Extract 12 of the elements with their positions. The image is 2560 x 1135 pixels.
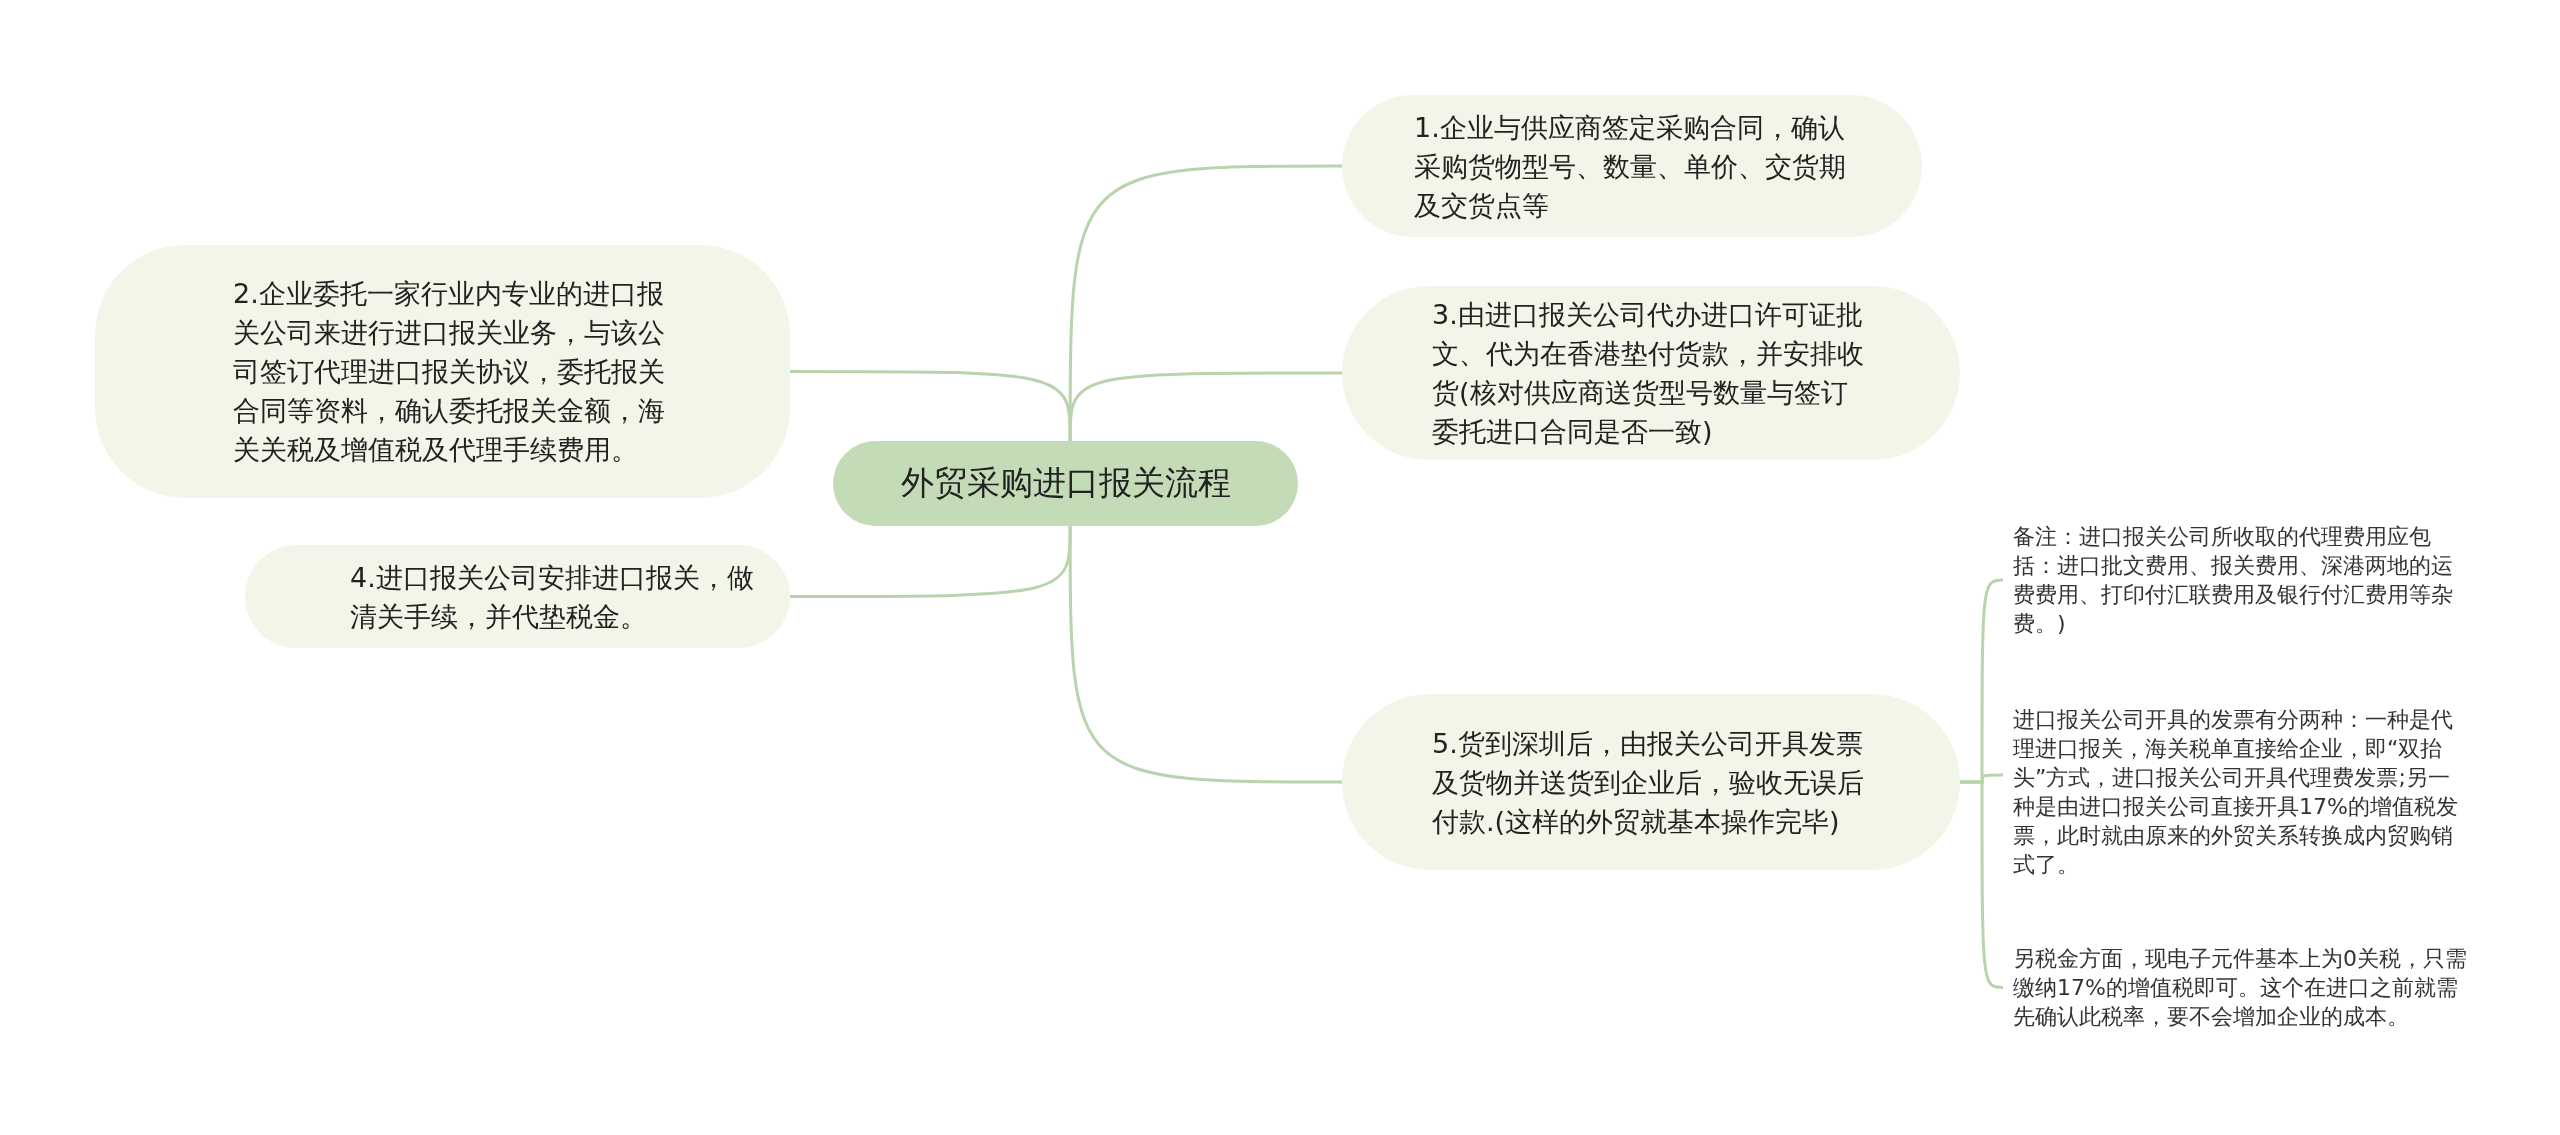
connector-line	[1960, 780, 2004, 989]
connector-line	[1068, 371, 1342, 441]
note-text: 备注：进口报关公司所收取的代理费用应包括：进口批文费用、报关费用、深港两地的运费费用、打印付汇联费用及银行付汇费用等杂费。)	[2013, 522, 2468, 638]
topic-box: 1.企业与供应商签定采购合同，确认采购货物型号、数量、单价、交货期及交货点等	[1342, 95, 1922, 237]
central-topic: 外贸采购进口报关流程	[833, 441, 1298, 526]
topic-box: 4.进口报关公司安排进口报关，做清关手续，并代垫税金。	[245, 545, 790, 648]
note-text: 另税金方面，现电子元件基本上为0关税，只需缴纳17%的增值税即可。这个在进口之前就需先确认此税率，要不会增加企业的成本。	[2013, 944, 2468, 1031]
topic-box: 5.货到深圳后，由报关公司开具发票及货物并送货到企业后，验收无误后付款.(这样的外贸就基本操作完毕)	[1342, 694, 1960, 870]
connector-line	[1068, 526, 1342, 784]
note-text: 进口报关公司开具的发票有分两种：一种是代理进口报关，海关税单直接给企业，即“双抬头”方式，进口报关公司开具代理费发票;另一种是由进口报关公司直接开具17%的增值税发票，此时就由原来的外贸关系转换成内贸购销式了。	[2013, 705, 2468, 879]
topic-box: 3.由进口报关公司代办进口许可证批文、代为在香港垫付货款，并安排收货(核对供应商送货型号数量与签订委托进口合同是否一致)	[1342, 286, 1960, 460]
topic-box: 2.企业委托一家行业内专业的进口报关公司来进行进口报关业务，与该公司签订代理进口报关协议，委托报关合同等资料，确认委托报关金额，海关关税及增值税及代理手续费用。	[95, 245, 790, 498]
